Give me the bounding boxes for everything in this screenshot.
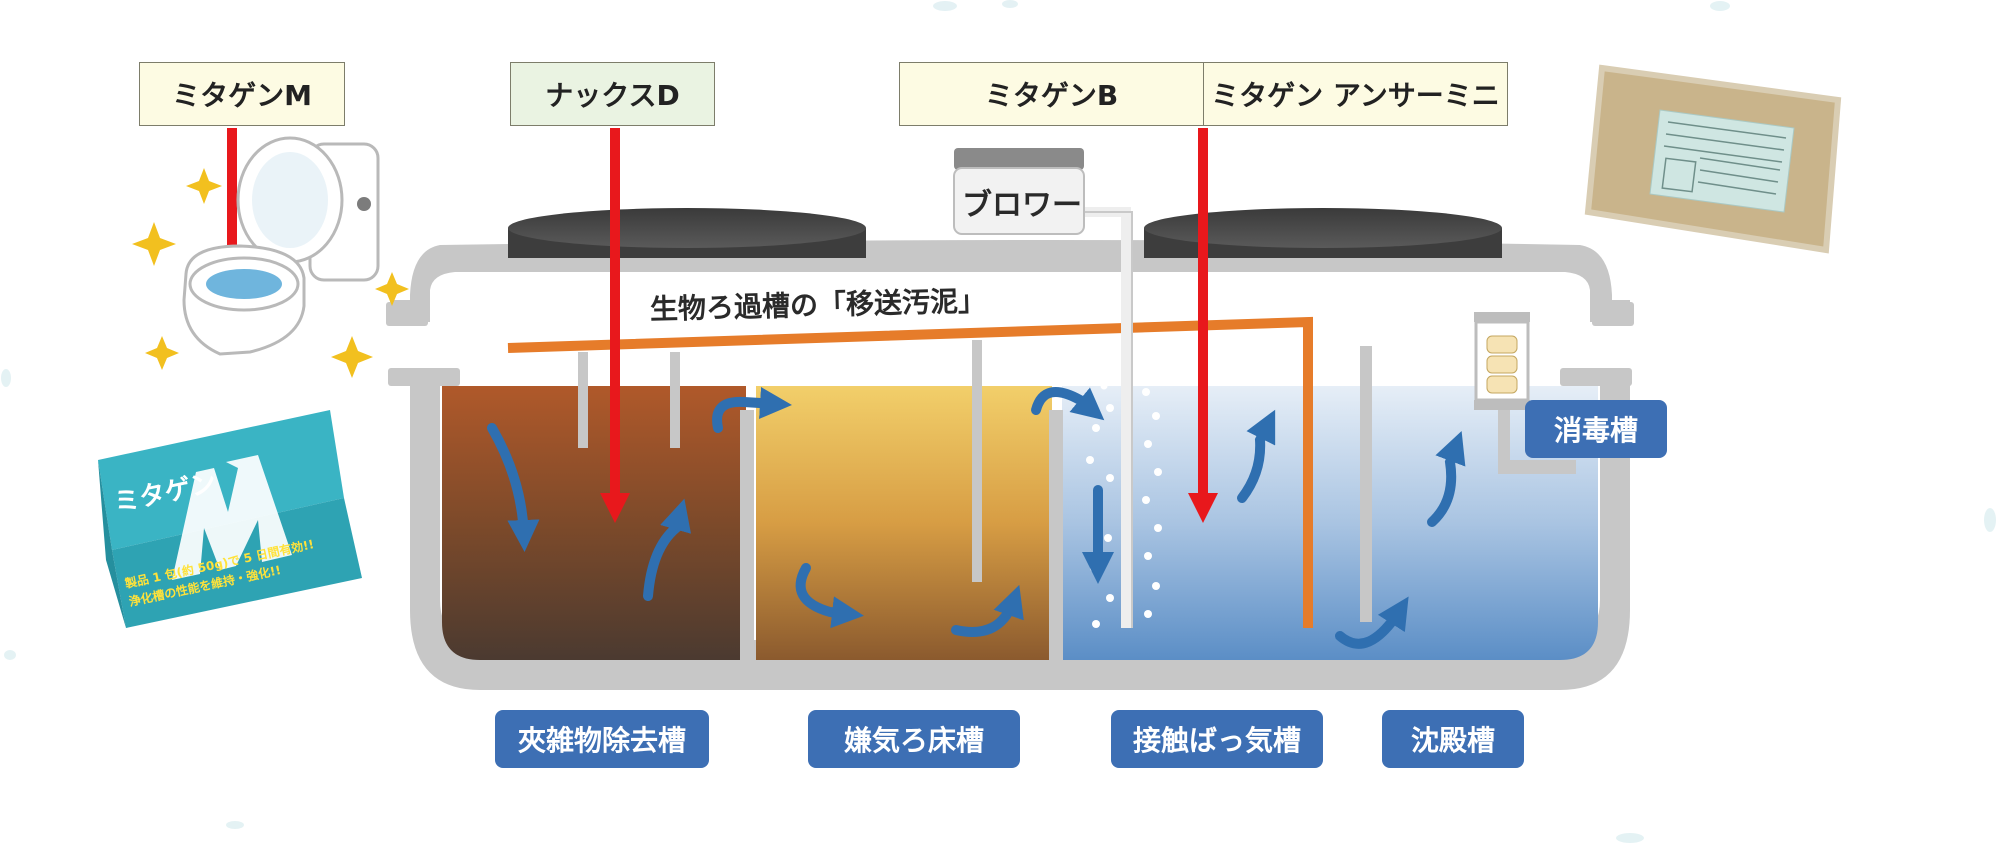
tank-label-contact-aeration: 接触ばっ気槽 — [1111, 710, 1323, 768]
tank-label-sedimentation: 沈殿槽 — [1382, 710, 1524, 768]
blower-unit — [953, 148, 1085, 235]
compartment-sediment — [442, 386, 746, 660]
chem-label-mitagen-answer-mini: ミタゲン アンサーミニ — [1203, 62, 1508, 126]
chem-label-mitagen-m: ミタゲンM — [139, 62, 345, 126]
blower-label: ブロワー — [962, 188, 1082, 223]
chem-label-nax-d: ナックスD — [510, 62, 715, 126]
tank-label-anaerobic-filter: 嫌気ろ床槽 — [808, 710, 1020, 768]
dosing-arrows — [217, 128, 1218, 523]
tank-label-disinfection: 消毒槽 — [1525, 400, 1667, 458]
flow-arrows — [487, 387, 1466, 649]
manhole-lid-left — [508, 208, 866, 258]
disinfection-tablet-holder — [1474, 312, 1530, 410]
sludge-transfer-pipe — [507, 316, 1313, 628]
tank-label-sediment-removal: 夾雑物除去槽 — [495, 710, 709, 768]
compartment-aeration-sedimentation — [1062, 386, 1598, 660]
manhole-lid-right — [1144, 208, 1502, 258]
toilet-illustration — [132, 136, 409, 378]
air-pipe — [1078, 207, 1133, 628]
powder-bag-illustration — [1584, 64, 1842, 254]
chem-label-mitagen-b: ミタゲンB — [899, 62, 1204, 126]
partition-walls — [578, 340, 1576, 662]
product-box-illustration: ミタゲン 製品 1 包(約 50g)で 5 日間有効!! 浄化槽の性能を維持・強… — [98, 410, 362, 628]
